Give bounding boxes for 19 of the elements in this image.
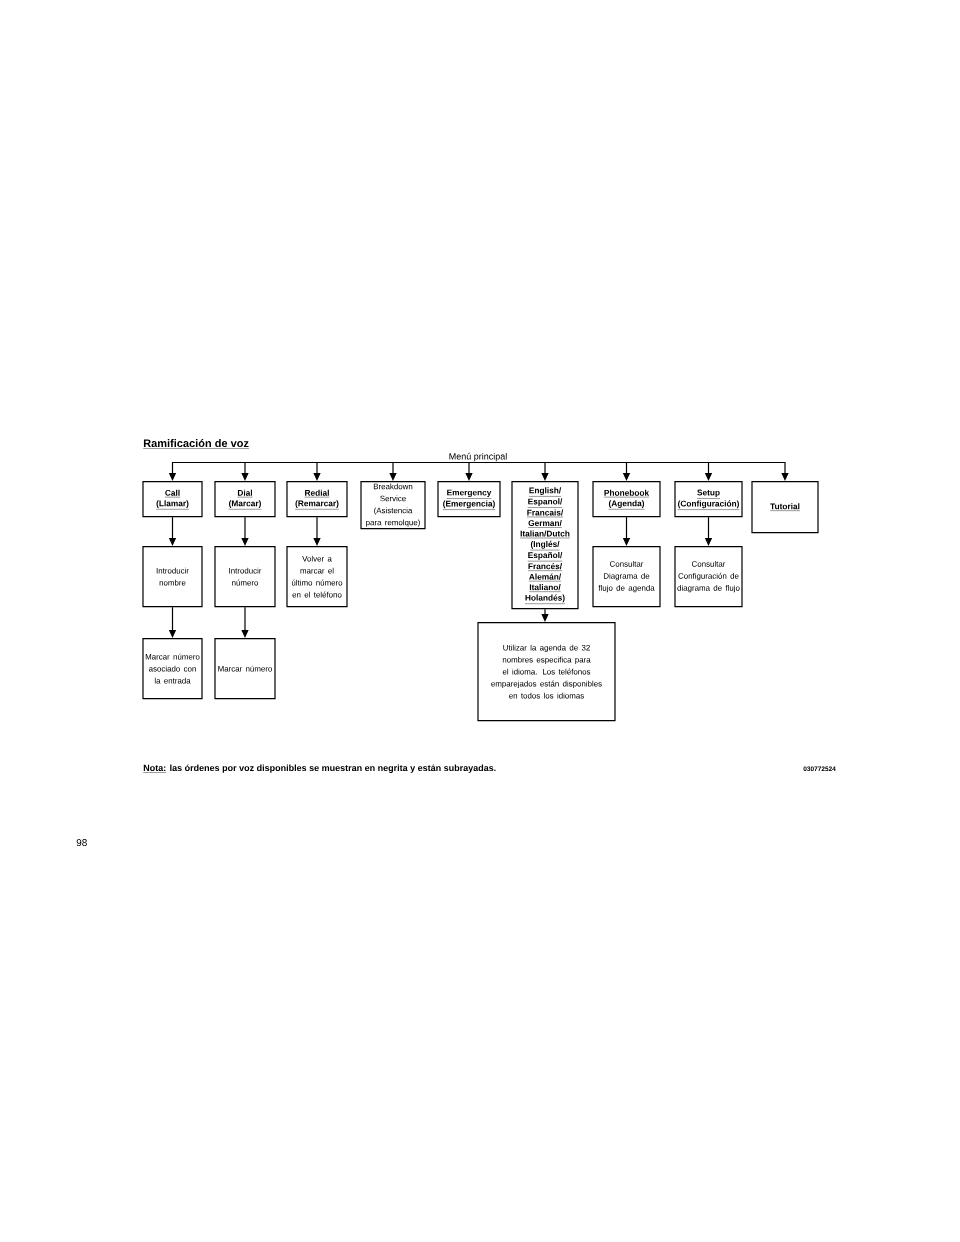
note-text: las órdenes por voz disponibles se muestran en negrita y están subrayadas. [170, 764, 496, 773]
diagram-title: Ramificación de voz [143, 438, 250, 449]
command-box: Dial (Marcar) [214, 481, 276, 518]
arrow [541, 608, 549, 622]
menu-label: Menú principal [449, 452, 507, 462]
command-box: Redial (Remarcar) [286, 481, 348, 518]
command-box: Call (Llamar) [142, 481, 203, 518]
page-number: 98 [76, 839, 87, 847]
arrow [465, 461, 479, 481]
arrow [241, 516, 249, 546]
command-box: Emergency (Emergencia) [437, 481, 501, 518]
arrow [241, 606, 249, 638]
arrow [313, 516, 321, 546]
command-box: Tutorial [751, 481, 819, 534]
note-heading: Nota: [143, 764, 167, 773]
arrow [477, 461, 789, 481]
command-box: Setup (Configuración) [674, 481, 743, 518]
command-box: English/ Espanol/ Francais/ German/ Italian/Dutch (Inglés/ Español/ Francés/ Alemán/ Italiano/ Holandés) [511, 481, 579, 610]
command-box: Phonebook (Agenda) [592, 481, 661, 518]
